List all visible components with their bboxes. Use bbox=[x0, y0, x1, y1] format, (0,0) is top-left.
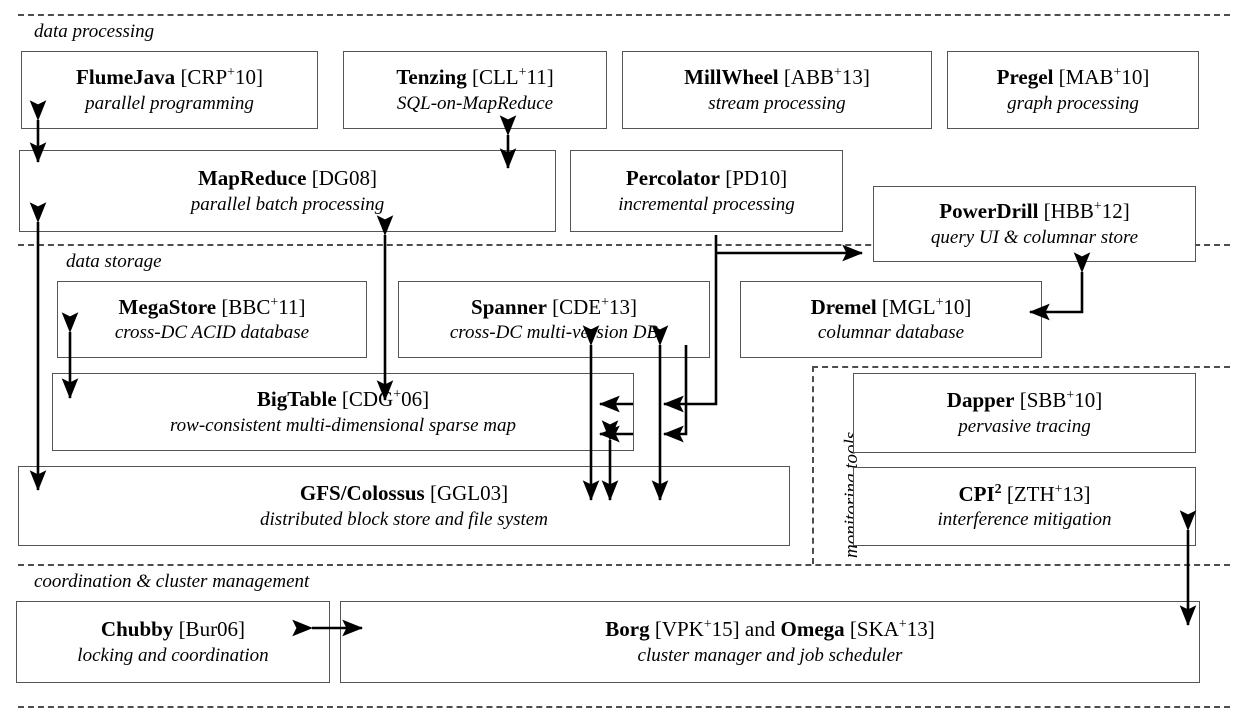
box-title: GFS/Colossus [GGL03] bbox=[299, 481, 509, 506]
box-name: PowerDrill bbox=[939, 199, 1039, 224]
box-name: FlumeJava bbox=[76, 65, 176, 90]
box-dremel[interactable]: Dremel [MGL+10] columnar database bbox=[740, 281, 1042, 358]
box-megastore[interactable]: MegaStore [BBC+11] cross-DC ACID databas… bbox=[57, 281, 367, 358]
box-citation: [DG08] bbox=[311, 166, 378, 191]
box-name: Percolator bbox=[625, 166, 720, 191]
box-citation: [HBB+12] bbox=[1043, 198, 1130, 224]
box-millwheel[interactable]: MillWheel [ABB+13] stream processing bbox=[622, 51, 932, 129]
box-name: BigTable bbox=[256, 387, 337, 412]
box-pregel[interactable]: Pregel [MAB+10] graph processing bbox=[947, 51, 1199, 129]
box-description: row-consistent multi-dimensional sparse … bbox=[169, 414, 517, 436]
box-borg-omega[interactable]: Borg [VPK+15] and Omega [SKA+13] cluster… bbox=[340, 601, 1200, 683]
box-citation: [Bur06] bbox=[178, 617, 246, 642]
box-description: parallel batch processing bbox=[190, 193, 385, 215]
box-title: MegaStore [BBC+11] bbox=[118, 293, 306, 320]
box-title: Chubby [Bur06] bbox=[100, 617, 246, 642]
box-bigtable[interactable]: BigTable [CDG+06] row-consistent multi-d… bbox=[52, 373, 634, 451]
box-name-2: Omega bbox=[780, 617, 845, 642]
box-description: cluster manager and job scheduler bbox=[637, 644, 903, 666]
box-gfs-colossus[interactable]: GFS/Colossus [GGL03] distributed block s… bbox=[18, 466, 790, 546]
box-description: distributed block store and file system bbox=[260, 508, 548, 530]
box-mapreduce[interactable]: MapReduce [DG08] parallel batch processi… bbox=[19, 150, 556, 232]
box-description: cross-DC multi-version DB bbox=[449, 322, 659, 344]
box-title: Dapper [SBB+10] bbox=[946, 387, 1103, 413]
box-title: Percolator [PD10] bbox=[625, 166, 788, 191]
box-citation: [GGL03] bbox=[429, 481, 509, 506]
box-name: Spanner bbox=[471, 294, 547, 319]
box-citation: [SBB+10] bbox=[1019, 387, 1103, 413]
box-name: MegaStore bbox=[118, 294, 217, 319]
box-description: incremental processing bbox=[618, 193, 795, 215]
separator-top bbox=[18, 14, 1230, 16]
separator-bottom bbox=[18, 706, 1230, 708]
box-description: parallel programming bbox=[85, 92, 254, 114]
box-spanner[interactable]: Spanner [CDE+13] cross-DC multi-version … bbox=[398, 281, 710, 358]
box-name: Tenzing bbox=[396, 65, 467, 90]
box-name: Dapper bbox=[946, 388, 1015, 413]
box-title: Dremel [MGL+10] bbox=[810, 293, 972, 320]
layer-caption-data-processing: data processing bbox=[34, 21, 155, 42]
box-cpi2[interactable]: CPI2 [ZTH+13] interference mitigation bbox=[853, 467, 1196, 546]
box-title: Tenzing [CLL+11] bbox=[396, 64, 554, 90]
box-citation: [CLL+11] bbox=[471, 64, 554, 90]
box-name: Borg bbox=[605, 617, 650, 642]
box-citation: [MAB+10] bbox=[1058, 64, 1150, 90]
box-powerdrill[interactable]: PowerDrill [HBB+12] query UI & columnar … bbox=[873, 186, 1196, 262]
box-title: Borg [VPK+15] and Omega [SKA+13] bbox=[605, 616, 935, 642]
box-name: Pregel bbox=[996, 65, 1054, 90]
box-citation: [ABB+13] bbox=[783, 64, 870, 90]
box-conjunction: and bbox=[739, 617, 781, 642]
box-citation: [BBC+11] bbox=[221, 293, 306, 319]
box-name: MillWheel bbox=[684, 65, 779, 90]
box-chubby[interactable]: Chubby [Bur06] locking and coordination bbox=[16, 601, 330, 683]
box-description: pervasive tracing bbox=[958, 415, 1091, 437]
box-description: SQL-on-MapReduce bbox=[396, 92, 554, 114]
box-title: MapReduce [DG08] bbox=[197, 166, 378, 191]
box-description: columnar database bbox=[817, 322, 965, 344]
box-citation: [VPK+15] bbox=[654, 616, 740, 642]
box-description: graph processing bbox=[1007, 92, 1139, 114]
box-name: GFS/Colossus bbox=[299, 481, 425, 506]
box-citation: [CDG+06] bbox=[341, 386, 430, 412]
box-description: stream processing bbox=[708, 92, 846, 114]
box-title: FlumeJava [CRP+10] bbox=[76, 64, 263, 90]
box-tenzing[interactable]: Tenzing [CLL+11] SQL-on-MapReduce bbox=[343, 51, 607, 129]
layer-caption-data-storage: data storage bbox=[66, 251, 162, 272]
box-title: BigTable [CDG+06] bbox=[256, 386, 430, 412]
layer-caption-coordination: coordination & cluster management bbox=[34, 571, 310, 592]
separator-monitoring-left bbox=[812, 366, 814, 564]
box-citation: [CRP+10] bbox=[180, 64, 263, 90]
separator-coordination bbox=[18, 564, 1230, 566]
box-percolator[interactable]: Percolator [PD10] incremental processing bbox=[570, 150, 843, 232]
box-title: MillWheel [ABB+13] bbox=[684, 64, 870, 90]
box-citation-2: [SKA+13] bbox=[849, 616, 935, 642]
box-citation: [PD10] bbox=[725, 166, 788, 191]
box-flumejava[interactable]: FlumeJava [CRP+10] parallel programming bbox=[21, 51, 318, 129]
box-description: interference mitigation bbox=[937, 509, 1112, 531]
box-description: cross-DC ACID database bbox=[114, 322, 310, 344]
box-title: PowerDrill [HBB+12] bbox=[939, 198, 1130, 224]
box-citation: [CDE+13] bbox=[552, 293, 637, 319]
separator-data-storage bbox=[18, 244, 1230, 246]
box-description: query UI & columnar store bbox=[930, 226, 1139, 248]
box-title: Spanner [CDE+13] bbox=[471, 293, 637, 320]
box-name: CPI2 bbox=[958, 480, 1002, 506]
box-name: Chubby bbox=[100, 617, 174, 642]
box-citation: [ZTH+13] bbox=[1006, 480, 1091, 506]
box-title: CPI2 [ZTH+13] bbox=[958, 480, 1091, 507]
box-name: MapReduce bbox=[197, 166, 307, 191]
box-title: Pregel [MAB+10] bbox=[996, 64, 1150, 90]
box-description: locking and coordination bbox=[77, 644, 269, 666]
box-name: Dremel bbox=[810, 294, 877, 319]
separator-monitoring-top bbox=[812, 366, 1230, 368]
box-citation: [MGL+10] bbox=[881, 293, 972, 319]
box-dapper[interactable]: Dapper [SBB+10] pervasive tracing bbox=[853, 373, 1196, 453]
